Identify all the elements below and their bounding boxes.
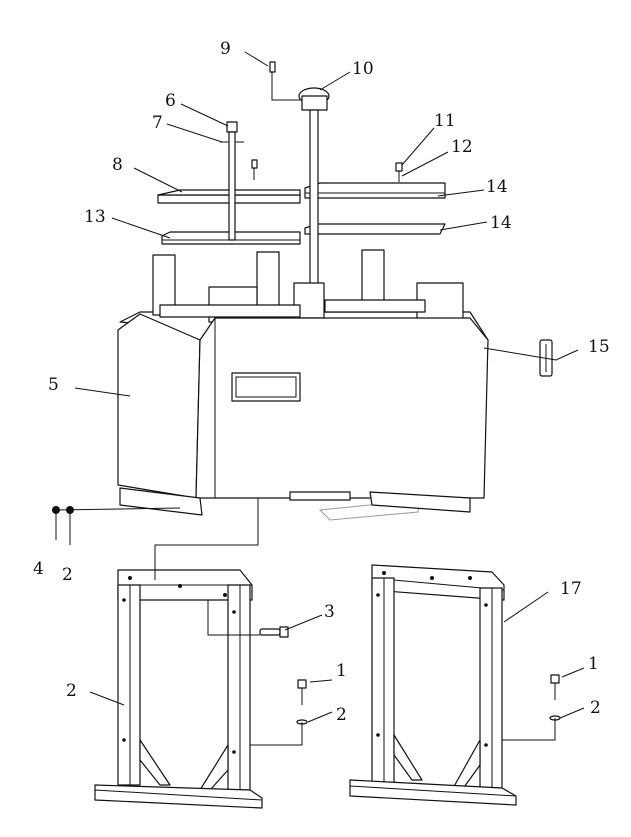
label-7: 6	[165, 91, 176, 111]
leader-lines	[55, 51, 585, 746]
cover-plate-right	[304, 182, 446, 199]
screw-12	[395, 162, 403, 182]
bolt-7	[220, 121, 244, 241]
bolt-4	[259, 626, 289, 638]
label-14-right: 14	[490, 213, 512, 233]
label-16: 15	[588, 337, 610, 357]
box-body-6	[117, 249, 489, 516]
label-10: 9	[220, 39, 231, 59]
label-12: 11	[434, 111, 456, 131]
label-2-mid: 2	[336, 705, 347, 725]
screw-left-cover	[251, 159, 258, 180]
bolt-1-mid	[296, 679, 308, 725]
stand-17	[349, 564, 517, 806]
label-8: 7	[152, 113, 163, 133]
label-14-left: 13	[84, 207, 106, 227]
breather-11	[298, 87, 330, 286]
label-1-left: 1	[336, 661, 347, 681]
label-17: 17	[560, 579, 582, 599]
label-5: 4	[33, 559, 44, 579]
gasket-right	[304, 223, 446, 235]
label-11: 10	[352, 59, 374, 79]
bolt-1-right	[549, 674, 561, 721]
screw-10	[269, 61, 276, 86]
label-3: 2	[66, 681, 77, 701]
stand-3	[94, 569, 263, 809]
callout-labels: 9 10 6 7 11 12 8 14 13 14 15 5 4 2 17 3 …	[33, 39, 610, 725]
label-2-left: 2	[62, 565, 73, 585]
label-15: 14	[486, 177, 508, 197]
label-2-right: 2	[590, 698, 601, 718]
label-1-right: 1	[588, 654, 599, 674]
label-13: 12	[451, 137, 473, 157]
label-9: 8	[112, 155, 123, 175]
label-6: 5	[48, 375, 59, 395]
label-4: 3	[324, 602, 335, 622]
